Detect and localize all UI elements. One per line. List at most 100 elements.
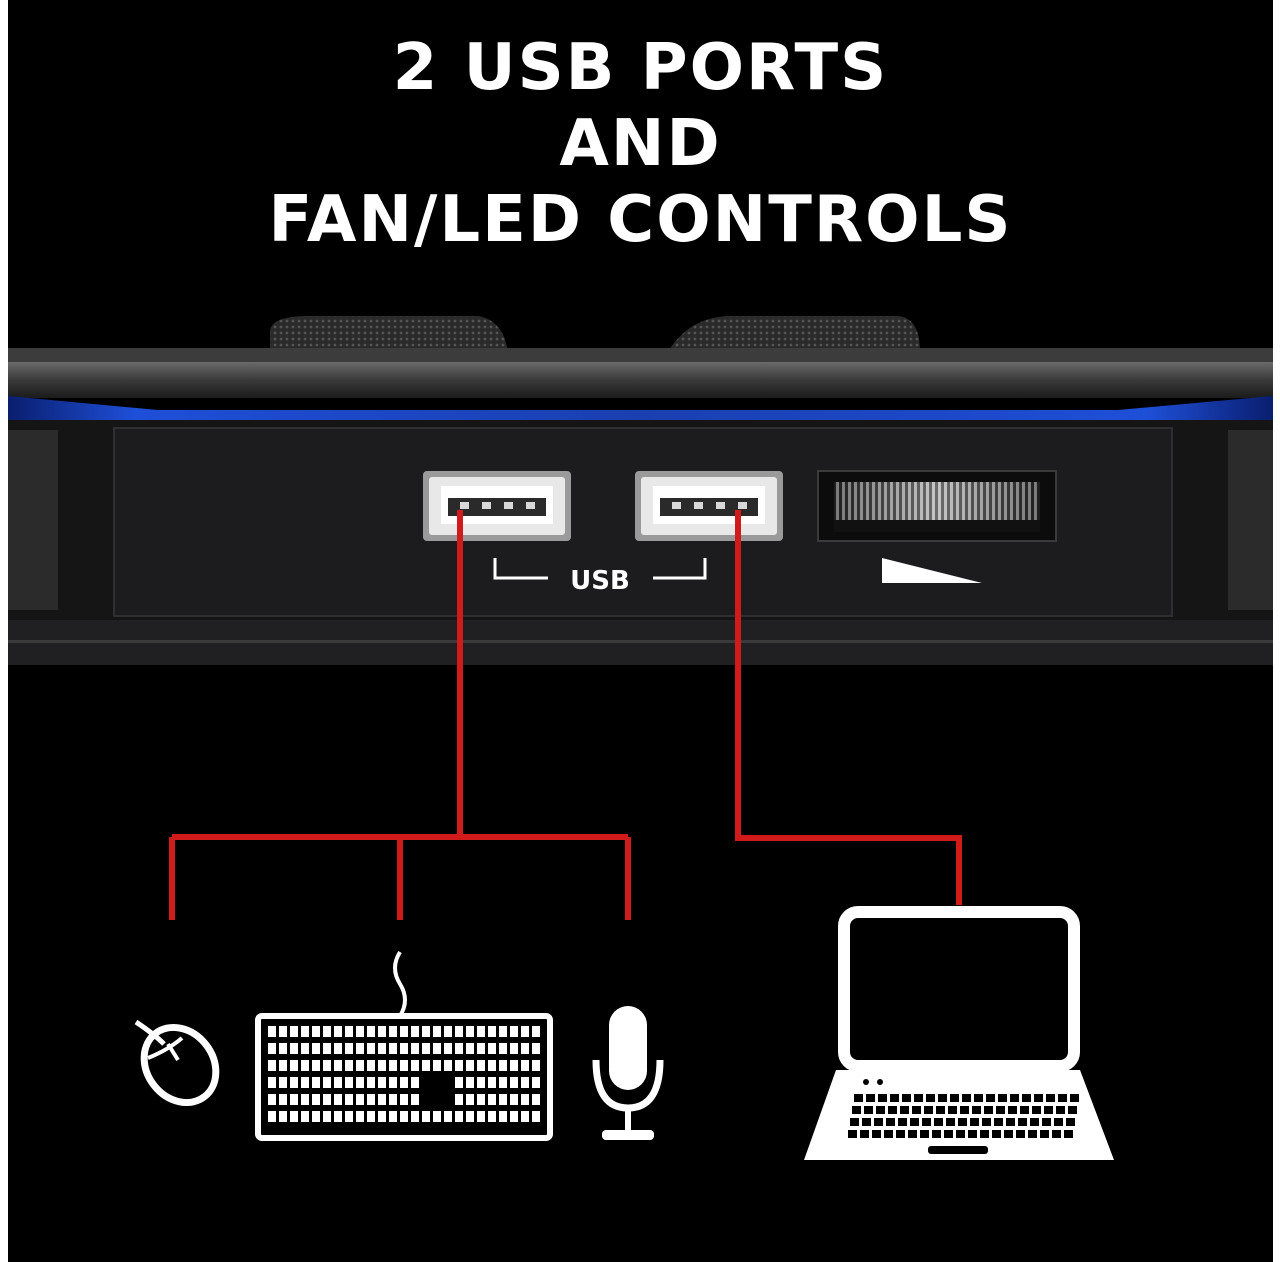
laptop-key xyxy=(1020,1106,1029,1114)
usb-bracket-left xyxy=(493,558,548,580)
mesh-foot-left xyxy=(270,316,508,352)
keyboard-key xyxy=(279,1094,287,1105)
keyboard-key xyxy=(389,1077,397,1088)
keyboard-key xyxy=(422,1026,430,1037)
keyboard-key xyxy=(334,1094,342,1105)
usb-port-2 xyxy=(635,471,783,541)
laptop-key xyxy=(854,1094,863,1102)
laptop-key xyxy=(902,1094,911,1102)
keyboard-key xyxy=(400,1043,408,1054)
keyboard-key xyxy=(499,1077,507,1088)
keyboard-key xyxy=(389,1060,397,1071)
headline: 2 USB PORTS AND FAN/LED CONTROLS xyxy=(8,30,1273,258)
laptop-key xyxy=(864,1106,873,1114)
usb-port-1 xyxy=(423,471,571,541)
laptop-key xyxy=(958,1118,967,1126)
keyboard-key xyxy=(444,1043,452,1054)
fan-led-wheel[interactable] xyxy=(817,470,1057,542)
keyboard-key xyxy=(367,1077,375,1088)
keyboard-key xyxy=(455,1043,463,1054)
keyboard-key xyxy=(312,1077,320,1088)
keyboard-key xyxy=(477,1077,485,1088)
microphone-icon xyxy=(592,1006,664,1140)
keyboard-icon xyxy=(255,950,553,1141)
laptop-key xyxy=(922,1118,931,1126)
laptop-key xyxy=(1052,1130,1061,1138)
keyboard-key xyxy=(378,1111,386,1122)
laptop-key xyxy=(1042,1118,1051,1126)
keyboard-key xyxy=(301,1026,309,1037)
keyboard-key xyxy=(301,1111,309,1122)
laptop-key xyxy=(974,1094,983,1102)
laptop-key xyxy=(850,1118,859,1126)
keyboard-key xyxy=(455,1111,463,1122)
pad-edge xyxy=(8,348,1273,362)
keyboard-key xyxy=(411,1060,419,1071)
keyboard-key xyxy=(323,1077,331,1088)
keyboard-key xyxy=(345,1060,353,1071)
keyboard-key xyxy=(290,1060,298,1071)
laptop-key xyxy=(878,1094,887,1102)
laptop-key xyxy=(1022,1094,1031,1102)
laptop-key xyxy=(972,1106,981,1114)
laptop-key xyxy=(900,1106,909,1114)
keyboard-key xyxy=(521,1111,529,1122)
laptop-key xyxy=(866,1094,875,1102)
keyboard-key xyxy=(345,1043,353,1054)
keyboard-key xyxy=(444,1026,452,1037)
laptop-key xyxy=(1064,1130,1073,1138)
keyboard-key xyxy=(521,1043,529,1054)
keyboard-key xyxy=(334,1026,342,1037)
blue-led-strip xyxy=(8,396,1273,426)
laptop-key xyxy=(970,1118,979,1126)
laptop-key xyxy=(1032,1106,1041,1114)
keyboard-key xyxy=(334,1077,342,1088)
keyboard-key xyxy=(400,1026,408,1037)
keyboard-key xyxy=(290,1026,298,1037)
keyboard-key xyxy=(312,1094,320,1105)
keyboard-key xyxy=(345,1026,353,1037)
keyboard-key xyxy=(389,1043,397,1054)
keyboard-key xyxy=(279,1111,287,1122)
laptop-key xyxy=(944,1130,953,1138)
laptop-key xyxy=(1066,1118,1075,1126)
keyboard-key xyxy=(488,1043,496,1054)
keyboard-key xyxy=(488,1077,496,1088)
laptop-key xyxy=(948,1106,957,1114)
keyboard-key xyxy=(323,1094,331,1105)
laptop-key xyxy=(984,1106,993,1114)
laptop-key xyxy=(1068,1106,1077,1114)
laptop-key xyxy=(908,1130,917,1138)
keyboard-key xyxy=(378,1077,386,1088)
laptop-icon xyxy=(804,906,1114,1160)
keyboard-key xyxy=(411,1094,419,1105)
keyboard-key xyxy=(389,1026,397,1037)
keyboard-key xyxy=(466,1094,474,1105)
mouse-icon xyxy=(134,1019,220,1107)
laptop-key xyxy=(1046,1094,1055,1102)
keyboard-key xyxy=(301,1043,309,1054)
laptop-key xyxy=(1010,1094,1019,1102)
keyboard-key xyxy=(411,1077,419,1088)
keyboard-key xyxy=(499,1060,507,1071)
laptop-key xyxy=(862,1118,871,1126)
keyboard-key xyxy=(455,1060,463,1071)
laptop-key xyxy=(914,1094,923,1102)
keyboard-key xyxy=(378,1043,386,1054)
keyboard-key xyxy=(367,1094,375,1105)
keyboard-key xyxy=(510,1043,518,1054)
keyboard-key xyxy=(532,1077,540,1088)
keyboard-key xyxy=(268,1043,276,1054)
keyboard-key xyxy=(455,1026,463,1037)
keyboard-key xyxy=(345,1111,353,1122)
keyboard-key xyxy=(422,1043,430,1054)
pad-lip xyxy=(8,362,1273,398)
laptop-key xyxy=(994,1118,1003,1126)
keyboard-key xyxy=(323,1111,331,1122)
keyboard-key xyxy=(510,1077,518,1088)
keyboard-key xyxy=(356,1060,364,1071)
laptop-key xyxy=(874,1118,883,1126)
keyboard-key xyxy=(466,1077,474,1088)
keyboard-key xyxy=(477,1094,485,1105)
keyboard-key xyxy=(433,1026,441,1037)
